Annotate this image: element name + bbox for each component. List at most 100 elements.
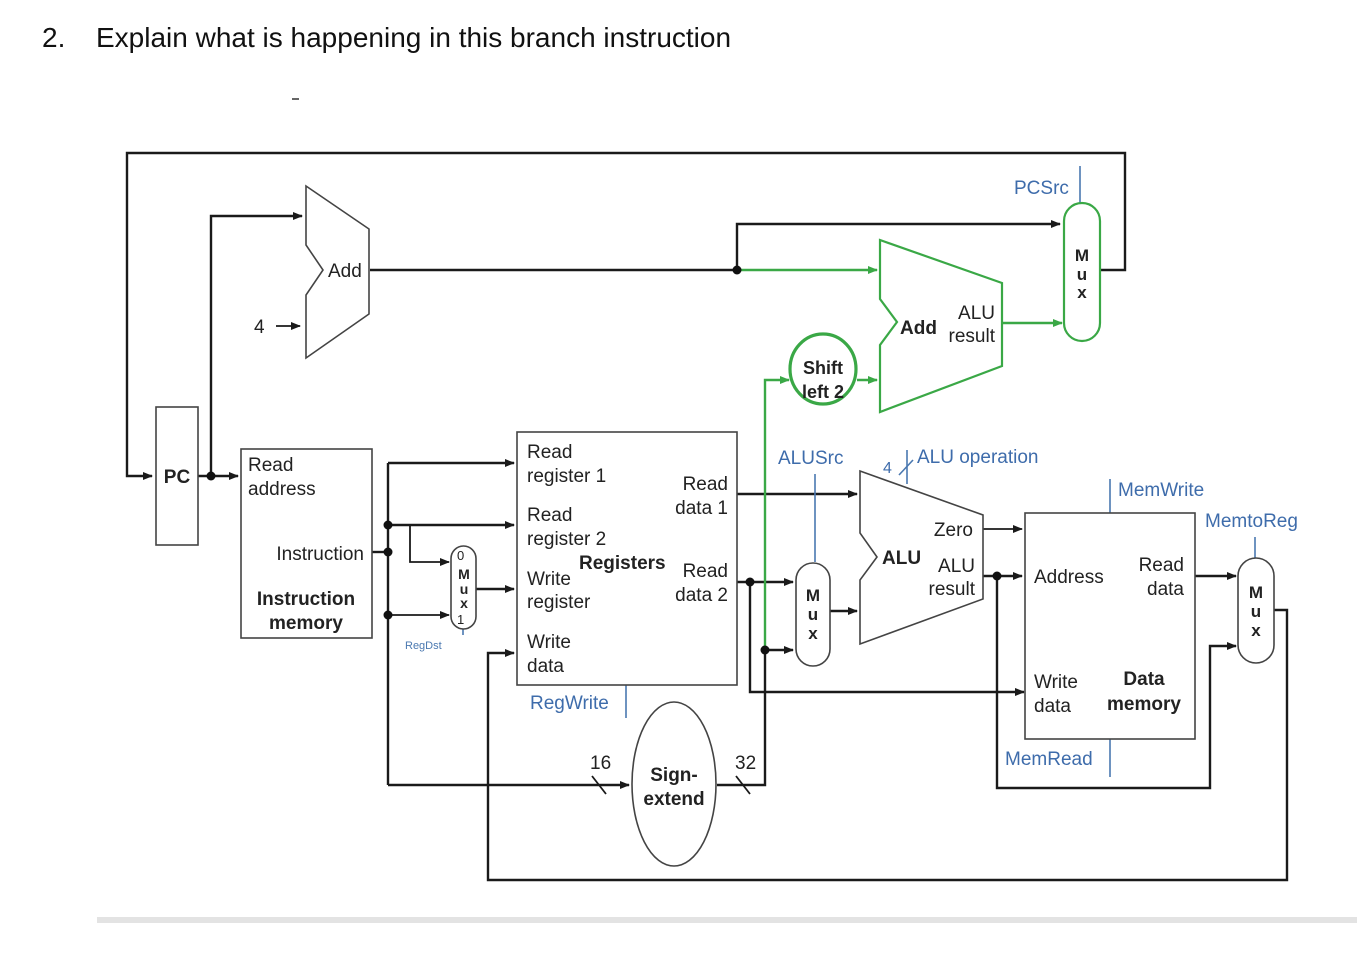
wire-next-pc [125, 151, 1127, 480]
pc-adder [305, 184, 370, 360]
alusrc-mux-x: x [808, 624, 818, 643]
regdst-mux-0: 0 [457, 548, 464, 563]
imem-instruction-label: Instruction [276, 544, 364, 565]
junction-dot [745, 577, 755, 587]
sign-extend-label-1: Sign- [650, 765, 698, 786]
data-memory [1024, 512, 1196, 740]
junction-dot [383, 547, 393, 557]
wire-writeback [486, 608, 1289, 882]
question-text: Explain what is happening in this branch… [96, 22, 732, 53]
regdst-mux-1: 1 [457, 612, 464, 627]
alu-result-label-1: ALU [938, 556, 975, 577]
wire-pc-plus-4-to-mux [735, 220, 1061, 270]
regdst-mux-x: x [460, 595, 468, 611]
regdst-mux-m: M [458, 566, 470, 582]
alu-operation-signal: ALU operation [917, 447, 1038, 468]
imem-name-1: Instruction [257, 589, 355, 610]
dmem-write-data-1: Write [1034, 672, 1078, 693]
memtoreg-mux-m: M [1249, 583, 1263, 602]
alu-op-bits: 4 [883, 460, 892, 477]
alu-result-label-2: result [929, 579, 976, 600]
sign-extend-label-2: extend [643, 789, 704, 810]
pc-adder-label: Add [328, 261, 362, 282]
junction-dot [732, 265, 742, 275]
memread-signal: MemRead [1005, 749, 1093, 770]
shift-left-2-label-2: left 2 [802, 382, 844, 402]
shift-left-2 [788, 332, 858, 406]
junction-dot [206, 471, 216, 481]
question-heading: 2.Explain what is happening in this bran… [42, 22, 731, 54]
sign-extend [631, 701, 717, 867]
write-register-a: Write [527, 569, 571, 590]
bus-width-slash [591, 775, 607, 795]
junction-dot [383, 520, 393, 530]
alusrc-mux [795, 562, 831, 667]
pc-register [155, 406, 199, 546]
branch-adder-output-2: result [949, 326, 996, 347]
alusrc-mux-m: M [806, 586, 820, 605]
memtoreg-mux-u: u [1251, 602, 1261, 621]
junction-dot [760, 645, 770, 655]
branch-adder-label: Add [900, 318, 937, 339]
registers-name: Registers [579, 553, 666, 574]
memtoreg-signal: MemtoReg [1205, 511, 1298, 532]
pcsrc-mux-u: u [1077, 265, 1087, 284]
write-register-b: register [527, 592, 591, 613]
pcsrc-mux-x: x [1077, 283, 1087, 302]
wire-read-data-2-to-dmem [748, 582, 1025, 696]
regdst-mux [450, 545, 477, 630]
read-data-1-a: Read [683, 474, 728, 495]
dmem-read-data-2: data [1147, 579, 1184, 600]
dmem-name-2: memory [1107, 694, 1181, 715]
wire-to-regdst-mux-0 [409, 525, 450, 566]
wire-imm-to-shift [763, 376, 790, 650]
memtoreg-mux [1237, 557, 1275, 664]
pcsrc-mux-m: M [1075, 246, 1089, 265]
alusrc-mux-u: u [808, 605, 818, 624]
regdst-mux-u: u [460, 581, 469, 597]
wire-sign-extend-out [717, 650, 767, 787]
branch-adder-output-1: ALU [958, 303, 995, 324]
bus-width-slash [735, 775, 751, 795]
pc-label: PC [164, 467, 191, 488]
reg-write-data-b: data [527, 656, 564, 677]
memtoreg-mux-x: x [1251, 621, 1261, 640]
imem-read-address-1: Read [248, 455, 293, 476]
pcsrc-mux [1062, 201, 1102, 343]
dmem-write-data-2: data [1034, 696, 1071, 717]
alu [859, 469, 984, 646]
imem-read-address-2: address [248, 479, 316, 500]
regwrite-signal: RegWrite [530, 693, 609, 714]
read-register-1-a: Read [527, 442, 572, 463]
pcsrc-signal: PCSrc [1014, 178, 1069, 199]
dmem-address-label: Address [1034, 567, 1104, 588]
bits-32-label: 32 [735, 753, 756, 774]
wire-pc-to-adder [209, 212, 303, 476]
dmem-name-1: Data [1123, 669, 1165, 690]
constant-four: 4 [254, 317, 265, 338]
junction-dot [992, 571, 1002, 581]
junction-dot [383, 610, 393, 620]
reg-write-data-a: Write [527, 632, 571, 653]
read-data-1-b: data 1 [675, 498, 728, 519]
imem-name-2: memory [269, 613, 343, 634]
alu-label: ALU [882, 548, 921, 569]
dmem-read-data-1: Read [1139, 555, 1184, 576]
shift-left-2-label-1: Shift [803, 358, 843, 378]
memwrite-signal: MemWrite [1118, 480, 1204, 501]
alu-zero-label: Zero [934, 520, 973, 541]
stray-mark [292, 98, 299, 100]
read-register-2-a: Read [527, 505, 572, 526]
bits-16-label: 16 [590, 753, 611, 774]
instruction-memory [240, 448, 373, 639]
alusrc-signal: ALUSrc [778, 448, 843, 469]
branch-adder [878, 238, 1004, 414]
regdst-signal: RegDst [405, 640, 442, 652]
page-divider [97, 917, 1357, 923]
read-register-1-b: register 1 [527, 466, 606, 487]
read-register-2-b: register 2 [527, 529, 606, 550]
alu-op-slash [898, 459, 914, 476]
register-file [516, 431, 738, 686]
read-data-2-b: data 2 [675, 585, 728, 606]
